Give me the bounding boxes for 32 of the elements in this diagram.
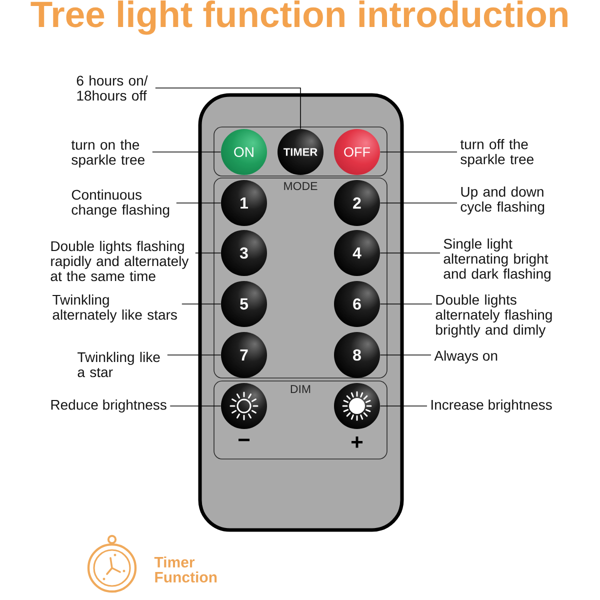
callout-text: turn on the sparkle tree [71,139,144,168]
leader-line [167,354,222,356]
callout-text: Single light alternating bright and dark flashing [444,238,550,282]
feature-label: Timer Function [154,556,217,582]
minus-sign: − [238,438,250,442]
callout-text: Continuous change flashing [72,189,170,218]
callout-text: Reduce brightness [51,399,166,413]
number-label: 4 [352,248,362,258]
number-label: 6 [353,298,361,310]
number-label: 3 [240,247,248,259]
title: Tree light function introduction [30,0,568,35]
off-label: OFF [344,147,370,157]
callout-text: Up and down cycle flashing [460,186,544,215]
plus-sign: + [352,436,363,448]
leader-line [155,88,301,130]
number-label: 7 [240,350,248,360]
number-label: 8 [353,349,361,361]
callout-text: Twinkling like a star [78,352,160,378]
number-label: 2 [353,197,361,209]
timer-label: TIMER [284,148,318,156]
callout-text: Double lights flashing rapidly and alternately at the same time [50,240,189,282]
callout-text: turn off the sparkle tree [460,138,534,168]
leader-line [176,202,222,204]
on-label: ON [234,147,254,157]
callout-text: Twinkling alternately like stars [52,294,177,323]
callout-text: Double lights alternately flashing brightly and dimly [436,294,552,338]
leader-line [195,252,222,254]
callout-text: Increase brightness [432,399,552,413]
callout-text: Always on [434,350,498,364]
number-label: 1 [240,198,248,208]
callout-text: 6 hours on/ 18hours off [76,75,148,101]
number-label: 5 [240,298,248,310]
